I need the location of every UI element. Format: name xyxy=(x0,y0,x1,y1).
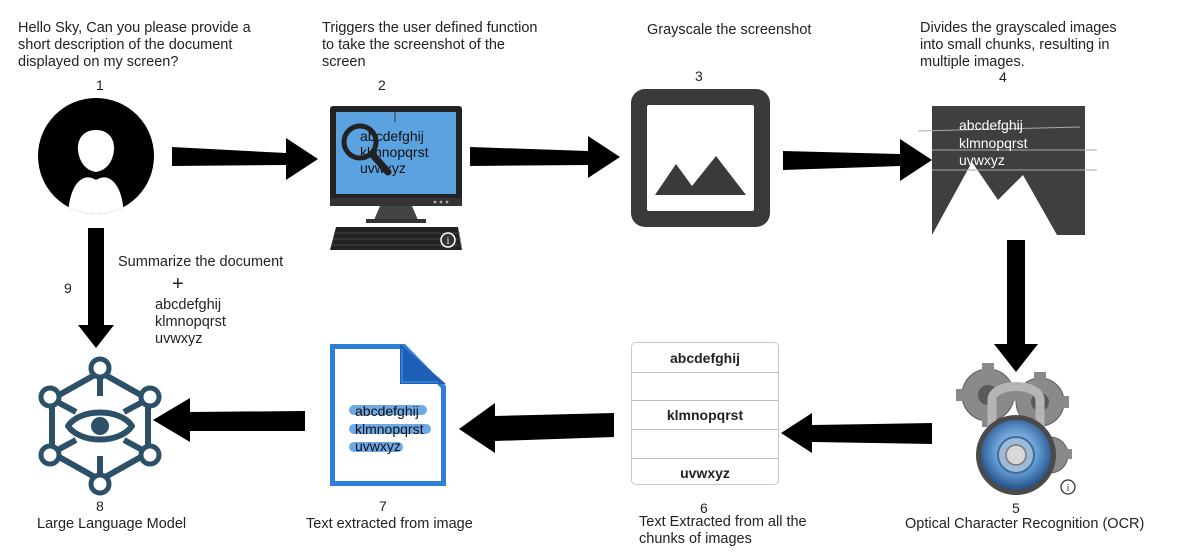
step7-number: 7 xyxy=(379,498,387,514)
step8-number: 8 xyxy=(96,498,104,514)
step2-number: 2 xyxy=(378,77,386,93)
step4-caption: Divides the grayscaled images into small… xyxy=(920,20,1117,70)
chunk-row-empty-2 xyxy=(632,430,778,459)
step3-caption: Grayscale the screenshot xyxy=(647,22,812,38)
step6-number: 6 xyxy=(700,500,708,516)
arrow-5-to-6 xyxy=(781,413,932,453)
arrow-3-to-4 xyxy=(783,139,932,181)
step1-number: 1 xyxy=(96,77,104,93)
chunk-row-3: uvwxyz xyxy=(632,459,778,486)
step1-caption: Hello Sky, Can you please provide a shor… xyxy=(18,20,251,70)
step8-caption: Large Language Model xyxy=(37,516,187,532)
step4-number: 4 xyxy=(999,69,1007,85)
chunk-row-2: klmnopqrst xyxy=(632,401,778,430)
arrow-2-to-3 xyxy=(470,136,620,178)
chunk-row-1: abcdefghij xyxy=(632,343,778,373)
step5-number: 5 xyxy=(1012,500,1020,516)
chunked-image-text: abcdefghij klmnopqrst uvwxyz xyxy=(959,117,1028,168)
step6-caption: Text Extracted from all the chunks of im… xyxy=(639,514,807,547)
arrow-1-to-2 xyxy=(172,138,318,180)
step7-caption: Text extracted from image xyxy=(306,516,473,532)
text-chunks-table: abcdefghij klmnopqrst uvwxyz xyxy=(631,342,779,485)
arrow-1-to-8 xyxy=(78,228,114,348)
step2-caption: Triggers the user defined function to ta… xyxy=(322,20,538,70)
arrow-4-to-5 xyxy=(994,240,1038,372)
step5-caption: Optical Character Recognition (OCR) xyxy=(905,516,1145,532)
chunk-text-2: klmnopqrst xyxy=(666,407,744,423)
step9-caption: Summarize the document xyxy=(118,254,284,270)
monitor-screen-text: abcdefghij klmnopqrst uvwxyz xyxy=(360,128,429,176)
chunk-text-3: uvwxyz xyxy=(680,464,730,481)
step3-number: 3 xyxy=(695,68,703,84)
step9-number: 9 xyxy=(64,280,72,296)
step9-sample-text: abcdefghij klmnopqrst uvwxyz xyxy=(155,297,226,347)
chunk-text-1: abcdefghij xyxy=(669,349,740,366)
chunk-row-empty-1 xyxy=(632,373,778,401)
arrow-7-to-8 xyxy=(153,398,305,442)
arrow-6-to-7 xyxy=(459,403,614,453)
plus-sign: + xyxy=(172,273,184,295)
document-text: abcdefghij klmnopqrst uvwxyz xyxy=(355,403,424,454)
